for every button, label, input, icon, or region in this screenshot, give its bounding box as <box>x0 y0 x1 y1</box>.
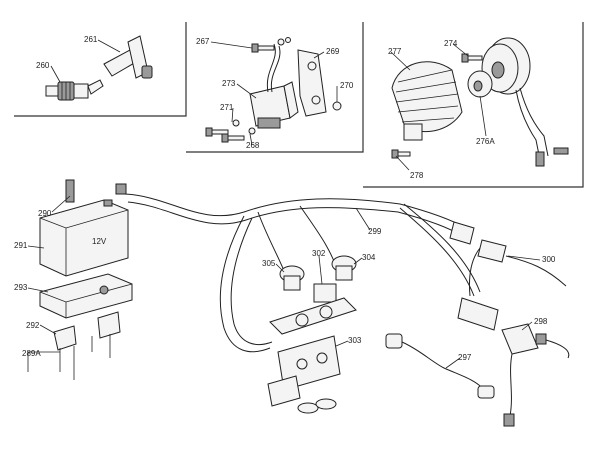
battery-voltage-text: 12V <box>92 237 107 246</box>
label-271: 271 <box>220 103 234 112</box>
label-268: 268 <box>246 141 260 150</box>
label-261: 261 <box>84 35 98 44</box>
flywheel-rotor <box>467 37 569 167</box>
leader-lines <box>27 39 541 372</box>
label-270: 270 <box>340 81 354 90</box>
label-303: 303 <box>348 336 362 345</box>
battery-tray <box>39 273 133 319</box>
label-297: 297 <box>458 353 472 362</box>
wiring-harness <box>115 183 567 353</box>
label-260: 260 <box>36 61 50 70</box>
label-289a: 289A <box>22 349 41 358</box>
battery-clamp <box>53 311 121 380</box>
label-300: 300 <box>542 255 556 264</box>
label-290: 290 <box>38 209 52 218</box>
connector-cable <box>457 247 499 331</box>
label-298: 298 <box>534 317 548 326</box>
battery-strap <box>65 179 75 203</box>
spark-plug-cap <box>103 35 153 79</box>
section-frames <box>14 22 584 188</box>
label-267: 267 <box>196 37 210 46</box>
label-273: 273 <box>222 79 236 88</box>
part-labels: 261 260 267 269 273 270 271 268 277 274 … <box>14 35 556 362</box>
sensor-wire <box>385 333 495 399</box>
label-274: 274 <box>444 39 458 48</box>
label-304: 304 <box>362 253 376 262</box>
ignition-coil <box>249 43 299 129</box>
label-278: 278 <box>410 171 424 180</box>
label-299: 299 <box>368 227 382 236</box>
label-292: 292 <box>26 321 40 330</box>
label-276a: 276A <box>476 137 495 146</box>
coil-bracket <box>297 49 327 117</box>
label-293: 293 <box>14 283 28 292</box>
label-269: 269 <box>326 47 340 56</box>
label-302: 302 <box>312 249 326 258</box>
mounting-plate <box>267 297 357 414</box>
flywheel-cover <box>391 61 463 141</box>
label-277: 277 <box>388 47 402 56</box>
spark-plug <box>45 79 104 101</box>
label-305: 305 <box>262 259 276 268</box>
label-291: 291 <box>14 241 28 250</box>
relay-connector <box>501 323 570 427</box>
battery: 12V <box>39 199 129 277</box>
switches <box>279 255 357 303</box>
